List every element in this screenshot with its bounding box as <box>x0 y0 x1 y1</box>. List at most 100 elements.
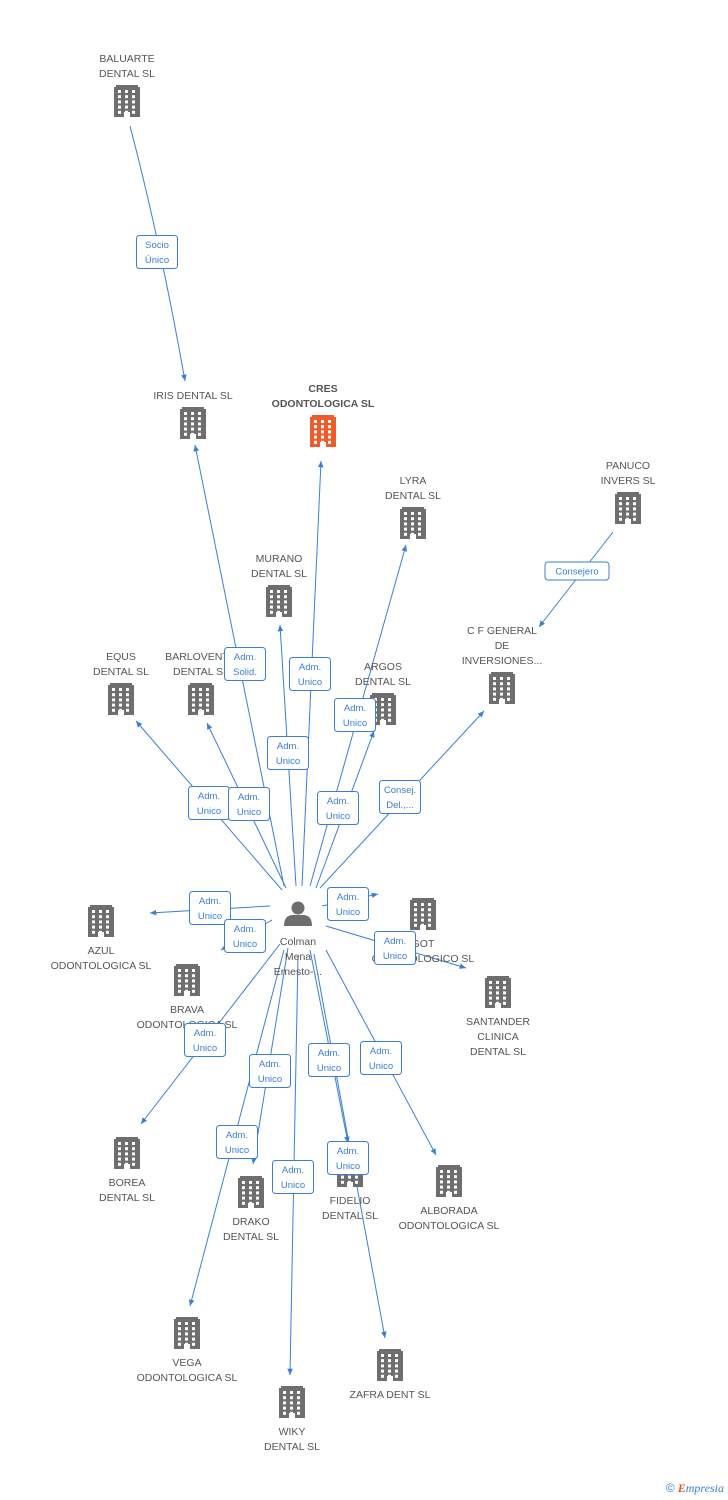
building-icon <box>88 905 114 937</box>
company-node-cfgeneral[interactable]: C F GENERALDEINVERSIONES... <box>462 625 543 704</box>
company-label-line: DENTAL SL <box>264 1441 320 1453</box>
edges-layer <box>129 125 614 1376</box>
relation-label-text: Unico <box>343 718 367 729</box>
relation-label-iris[interactable]: Adm.Solid. <box>224 647 266 681</box>
company-label-line: BOREA <box>109 1177 146 1189</box>
company-label-line: ALBORADA <box>420 1205 477 1217</box>
relation-label-text: Unico <box>336 1161 360 1172</box>
relation-label-text: Unico <box>197 806 221 817</box>
company-label-line: LYRA <box>400 475 427 487</box>
relation-label-text: Del.,... <box>386 800 413 811</box>
person-label-line: Colman <box>280 936 316 948</box>
relation-label-text: Unico <box>336 907 360 918</box>
building-icon <box>238 1176 264 1208</box>
company-node-borea[interactable]: BOREA DENTAL SL <box>99 1137 155 1204</box>
company-label-line: INVERSIONES... <box>462 655 543 667</box>
company-label-line: GOT <box>412 938 435 950</box>
relation-label-text: Adm. <box>344 703 366 714</box>
relation-label-barlovento[interactable]: Adm.Unico <box>228 787 270 821</box>
relation-label-vega[interactable]: Adm.Unico <box>216 1125 258 1159</box>
relation-label-alborada[interactable]: Adm.Unico <box>360 1041 402 1075</box>
building-icon <box>377 1349 403 1381</box>
relation-label-lyra[interactable]: Adm. Unico <box>334 698 376 732</box>
relation-label-text: Adm. <box>199 896 221 907</box>
relation-label-got[interactable]: Adm. Unico <box>327 887 369 921</box>
relation-label-argos[interactable]: Adm.Unico <box>317 791 359 825</box>
relation-label-text: Adm. <box>337 892 359 903</box>
relation-label-text: Adm. <box>198 791 220 802</box>
company-label-line: PANUCO <box>606 460 650 472</box>
company-label-line: AZUL <box>88 945 115 957</box>
company-label-line: C F GENERAL <box>467 625 537 637</box>
relation-label-text: Adm. <box>234 924 256 935</box>
relation-label-equs[interactable]: Adm. Unico <box>188 786 230 820</box>
company-label-line: DENTAL SL <box>470 1046 526 1058</box>
building-icon <box>400 507 426 539</box>
company-label-line: ARGOS <box>364 661 402 673</box>
relation-label-text: Adm. <box>238 792 260 803</box>
company-node-iris[interactable]: IRIS DENTAL SL <box>153 390 233 439</box>
footer-brand[interactable]: ©Empresia <box>666 1481 724 1496</box>
relation-label-santander[interactable]: Adm.Unico <box>374 931 416 965</box>
person-label-line: Ernesto-... <box>274 966 322 978</box>
building-icon <box>310 415 336 447</box>
relation-label-fidelio[interactable]: Adm.Unico <box>308 1043 350 1077</box>
relation-label-drako[interactable]: Adm.Unico <box>249 1054 291 1088</box>
company-label-line: BARLOVENTO <box>165 651 237 663</box>
company-label-line: DENTAL SL <box>93 666 149 678</box>
relation-label-wiky[interactable]: Adm.Unico <box>272 1160 314 1194</box>
company-label-line: IRIS DENTAL SL <box>153 390 233 402</box>
relation-label-text: Adm. <box>299 662 321 673</box>
company-label-line: BALUARTE <box>99 53 154 65</box>
relation-label-text: Adm. <box>194 1028 216 1039</box>
relation-label-text: Consej. <box>384 785 416 796</box>
relation-label-text: Adm. <box>327 796 349 807</box>
relation-label-zafra[interactable]: Adm.Unico <box>327 1141 369 1175</box>
relation-label-text: Unico <box>225 1145 249 1156</box>
relation-label-azul[interactable]: Adm. Unico <box>189 891 231 925</box>
company-label-line: BRAVA <box>170 1004 204 1016</box>
relation-label-murano[interactable]: Adm.Unico <box>267 736 309 770</box>
company-node-zafra[interactable]: ZAFRA DENT SL <box>350 1349 431 1401</box>
building-icon <box>485 976 511 1008</box>
company-label-line: DENTAL SL <box>355 676 411 688</box>
company-label-line: SANTANDER <box>466 1016 530 1028</box>
company-node-azul[interactable]: AZUL ODONTOLOGICA SL <box>51 905 152 972</box>
relation-label-cfgeneral[interactable]: Consejero <box>544 561 610 581</box>
relation-label-text: Unico <box>369 1061 393 1072</box>
relation-label-borea[interactable]: Adm.Unico <box>184 1023 226 1057</box>
relation-label-text: Adm. <box>282 1165 304 1176</box>
brand-initial: E <box>677 1481 686 1495</box>
company-label-line: DENTAL SL <box>251 568 307 580</box>
relation-label-cfgeneral[interactable]: Consej. Del.,... <box>379 780 421 814</box>
relation-label-cres[interactable]: Adm.Unico <box>289 657 331 691</box>
building-icon <box>436 1165 462 1197</box>
company-label-line: MURANO <box>256 553 303 565</box>
company-label-line: ODONTOLOGICA SL <box>51 960 152 972</box>
relation-label-text: Unico <box>198 911 222 922</box>
person-label-line: Mena <box>285 951 311 963</box>
relation-label-text: Consejero <box>555 567 598 578</box>
relation-label-brava[interactable]: Adm.Unico <box>224 919 266 953</box>
company-node-murano[interactable]: MURANO DENTAL SL <box>251 553 307 617</box>
company-label-line: ODONTOLOGICA SL <box>272 398 375 410</box>
person-node[interactable]: ColmanMenaErnesto-... <box>274 901 322 979</box>
relation-label-text: Adm. <box>384 936 406 947</box>
relation-label-text: Adm. <box>277 741 299 752</box>
company-label-line: DENTAL SL <box>99 1192 155 1204</box>
